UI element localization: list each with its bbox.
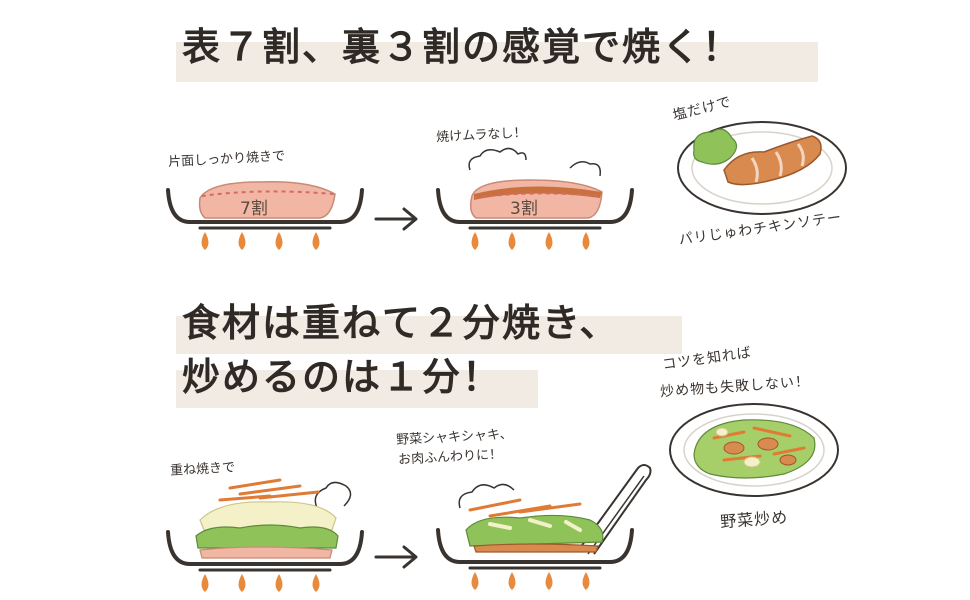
pork-layer — [473, 543, 599, 553]
section2-title-line1: 食材は重ねて２分焼き、 — [182, 301, 620, 345]
pork-layer — [199, 546, 333, 559]
title2-line2-highlight — [176, 370, 538, 408]
meat-label-right: 3割 — [510, 199, 538, 219]
section1-title: 表７割、裏３割の感覚で焼く！ — [182, 25, 743, 69]
title1-highlight — [176, 42, 818, 82]
carrot-strips-icon — [468, 498, 582, 518]
meat-label-left: 7割 — [240, 199, 268, 219]
flame-icons — [201, 232, 320, 250]
pan-body — [166, 530, 364, 566]
stirfry-plate — [669, 403, 839, 497]
pan-body — [166, 188, 364, 224]
steam-icon — [314, 481, 352, 511]
steam-icon — [458, 483, 515, 509]
lettuce-icon — [693, 128, 738, 165]
stacked-pan-illustration — [166, 478, 364, 592]
arrow-right-icon — [374, 207, 418, 231]
flame-icons — [201, 574, 320, 592]
section2-title-line2: 炒めるのは１分！ — [182, 355, 503, 399]
flame-icons — [471, 232, 590, 250]
stirfry-pan-illustration — [436, 464, 652, 590]
steam-icon — [468, 147, 527, 171]
flame-icons — [471, 572, 590, 590]
plate2-bottom-caption: 野菜炒め — [719, 507, 789, 532]
cabbage-layer — [199, 501, 337, 531]
title2-line1-highlight — [176, 316, 682, 354]
pan-right-illustration: 3割 — [436, 147, 634, 250]
pan-left-illustration: 7割 — [166, 181, 364, 250]
chicken-saute-plate — [677, 121, 847, 215]
pan-body — [436, 188, 634, 224]
greens-layer — [195, 524, 339, 549]
meat-piece — [198, 181, 336, 219]
chicken-icon — [723, 135, 822, 186]
pan-body — [436, 528, 634, 564]
plate2-top-caption-line2: 炒め物も失敗しない！ — [659, 373, 811, 401]
arrow-right-icon — [374, 545, 418, 569]
carrot-strips-icon — [218, 478, 320, 502]
